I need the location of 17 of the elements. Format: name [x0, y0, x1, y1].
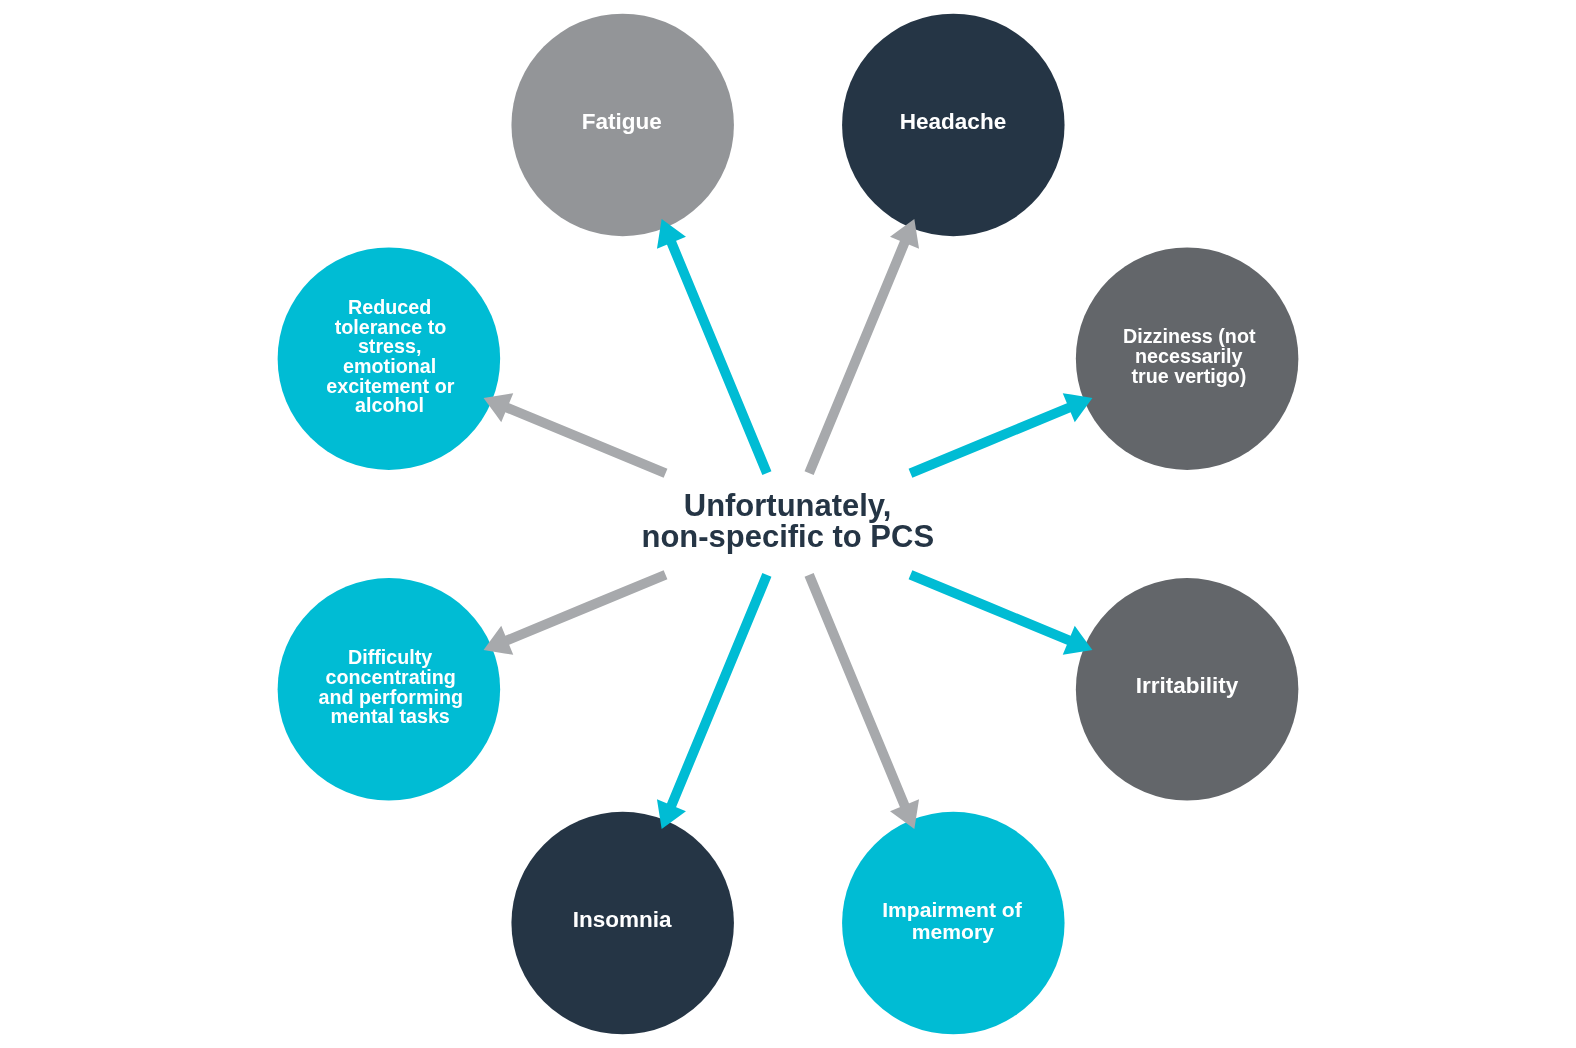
arrow	[804, 219, 920, 475]
node-circle: Insomnia	[511, 811, 734, 1035]
node-circle: Impairment of memory	[842, 811, 1065, 1035]
node-circle: Reduced tolerance to stress, emotional excitement or alcohol	[277, 247, 501, 470]
node-circle: Dizziness (not necessarily true vertigo)	[1075, 247, 1299, 470]
arrow	[656, 219, 772, 475]
arrow	[804, 573, 920, 830]
arrow	[483, 393, 668, 478]
arrow	[908, 570, 1093, 655]
node-circle: Fatigue	[511, 13, 734, 237]
node-circle: Headache	[842, 13, 1065, 237]
arrow	[908, 393, 1093, 478]
node-text: Unfortunately, non-specific to PCS	[641, 488, 935, 555]
node-circle: Difficulty concentrating and performing mental tasks	[277, 578, 501, 801]
arrow	[656, 573, 772, 830]
arrow	[483, 570, 668, 655]
node-circle: Irritability	[1075, 578, 1299, 801]
